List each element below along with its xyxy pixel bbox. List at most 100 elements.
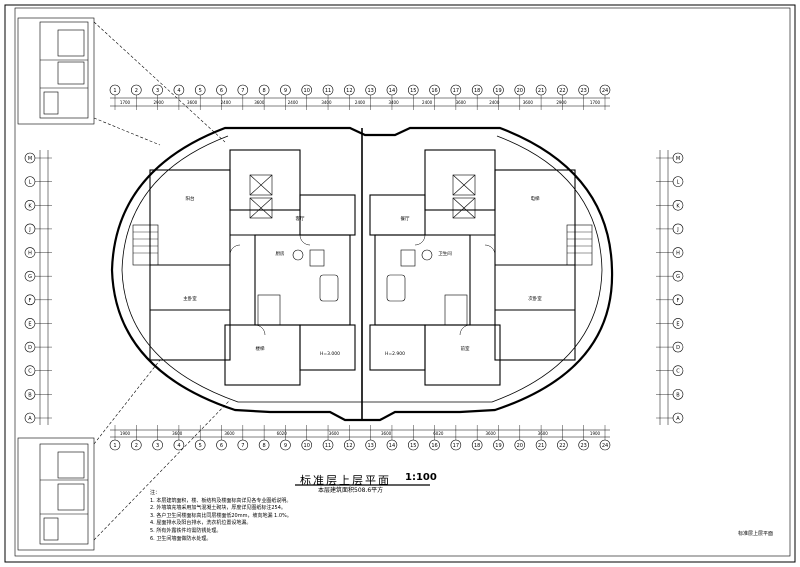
dimension-text: 3600 — [329, 431, 340, 436]
svg-text:10: 10 — [304, 88, 310, 94]
svg-text:18: 18 — [474, 443, 480, 449]
svg-text:A: A — [676, 416, 680, 422]
axis-marker: D — [24, 341, 36, 353]
axis-marker: 19 — [493, 439, 504, 451]
inset-bottom-left — [17, 359, 231, 551]
svg-text:21: 21 — [538, 88, 544, 94]
svg-text:11: 11 — [325, 443, 331, 449]
axis-marker: H — [24, 247, 36, 258]
area-note: 本层建筑面积508.6平方 — [318, 487, 384, 494]
dimension-text: 3600 — [381, 431, 392, 436]
dimension-text: 1700 — [120, 100, 131, 105]
axis-marker: 9 — [280, 84, 291, 96]
svg-text:12: 12 — [346, 88, 352, 94]
axis-marker: J — [24, 223, 36, 235]
axis-marker: C — [672, 365, 684, 377]
svg-text:22: 22 — [559, 443, 565, 449]
axis-marker: K — [24, 199, 36, 211]
axis-marker: J — [672, 223, 684, 235]
svg-text:G: G — [28, 274, 32, 280]
axis-marker: 5 — [194, 439, 206, 451]
dimension-text: 3600 — [538, 431, 549, 436]
svg-text:C: C — [28, 369, 32, 375]
notes-block: 注： 1. 本层建筑面积，楼、板结构及楼面标高详见各专业图纸说明。 2. 外墙填… — [150, 490, 292, 543]
axis-marker: 20 — [514, 84, 526, 96]
axis-marker: E — [672, 318, 684, 329]
svg-text:6: 6 — [220, 443, 223, 449]
room-label: 次卧室 — [528, 295, 542, 302]
svg-text:24: 24 — [602, 88, 608, 94]
door-swings — [229, 234, 496, 336]
svg-text:10: 10 — [304, 443, 310, 449]
dimension-text: 2400 — [422, 100, 433, 105]
svg-text:11: 11 — [325, 88, 331, 94]
svg-text:L: L — [29, 180, 32, 186]
svg-text:14: 14 — [389, 443, 395, 449]
svg-text:K: K — [676, 203, 680, 209]
axis-marker: 12 — [344, 84, 355, 96]
inset-top-left — [17, 17, 226, 146]
svg-text:17: 17 — [453, 88, 459, 94]
svg-text:B: B — [676, 392, 680, 398]
svg-text:E: E — [28, 321, 31, 327]
dimension-text: 3600 — [485, 431, 496, 436]
axis-marker: 1 — [109, 84, 121, 96]
svg-text:E: E — [676, 321, 679, 327]
axis-marker: 16 — [429, 439, 440, 451]
dimension-lines-left — [39, 150, 49, 425]
axis-marker: 15 — [407, 439, 419, 451]
dimension-lines-top — [110, 97, 610, 107]
svg-text:A: A — [28, 416, 32, 422]
room-label: H=3.000 — [320, 351, 340, 357]
svg-text:G: G — [676, 274, 680, 280]
axis-marker: 14 — [386, 84, 398, 96]
note-line: 6. 卫生间墙面做防水处理。 — [150, 535, 212, 542]
axis-marker: 11 — [322, 439, 334, 451]
axis-marker: 3 — [152, 439, 163, 451]
dimension-text: 3600 — [523, 100, 534, 105]
svg-text:19: 19 — [495, 443, 501, 449]
axis-marker: 12 — [344, 439, 355, 451]
dimension-text: 3600 — [254, 100, 265, 105]
axis-marker: M — [24, 152, 36, 164]
note-line: 2. 外墙填充墙采用加气混凝土砌块，厚度详见图纸标注254。 — [150, 505, 286, 512]
building-outline — [110, 126, 614, 422]
axis-marker: 19 — [493, 84, 504, 96]
axis-marker: A — [24, 412, 36, 424]
axis-marker: 17 — [450, 439, 462, 451]
axis-marker: 4 — [173, 84, 185, 96]
axis-marker: 9 — [280, 439, 291, 451]
axis-marker: 13 — [365, 439, 376, 451]
svg-text:5: 5 — [199, 88, 202, 94]
room-label: H=2.900 — [385, 351, 405, 357]
axis-marker: F — [24, 294, 36, 306]
axis-marker: 10 — [301, 439, 313, 451]
svg-text:C: C — [676, 369, 680, 375]
svg-text:4: 4 — [177, 88, 180, 94]
axis-marker: 17 — [450, 84, 462, 96]
axis-marker: 6 — [216, 439, 227, 451]
svg-text:13: 13 — [367, 88, 373, 94]
axis-marker: 21 — [535, 439, 547, 451]
drawing-scale: 1:100 — [405, 472, 437, 483]
axis-marker: D — [672, 341, 684, 353]
svg-text:20: 20 — [517, 88, 523, 94]
svg-text:12: 12 — [346, 443, 352, 449]
svg-text:21: 21 — [538, 443, 544, 449]
svg-text:J: J — [28, 227, 30, 233]
axis-marker: 24 — [599, 84, 611, 96]
svg-text:6: 6 — [220, 88, 223, 94]
dimension-text: 1900 — [120, 431, 131, 436]
axis-marker: C — [24, 365, 36, 377]
svg-text:15: 15 — [410, 88, 416, 94]
dimension-text: 3400 — [388, 100, 399, 105]
axis-marker: 13 — [365, 84, 376, 96]
dimension-text: 2400 — [221, 100, 232, 105]
axis-marker: 8 — [258, 84, 270, 96]
axis-marker: H — [672, 247, 684, 258]
